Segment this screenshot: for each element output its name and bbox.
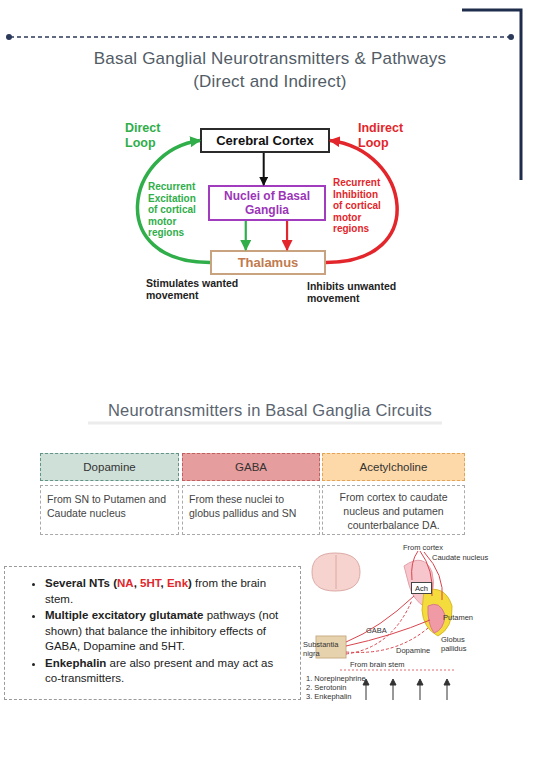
dopamine-path [346, 600, 412, 654]
node-text: Nuclei of Basal Ganglia [210, 189, 324, 217]
part-label: From cortex [403, 543, 443, 552]
section-heading: Neurotransmitters in Basal Ganglia Circu… [0, 400, 540, 420]
part-label: Caudate nucleus [432, 553, 488, 562]
page-title: Basal Ganglial Neurotransmitters & Pathw… [80, 47, 460, 93]
note-text: Multiple excitatory glutamate [45, 609, 203, 621]
note-text: , [134, 577, 137, 589]
pathway-arrow [326, 141, 397, 263]
note-item: Enkephalinare also present and may act a… [45, 656, 292, 687]
pathway-arrow [263, 153, 265, 185]
brain-midline [336, 555, 337, 589]
pathway-arrow [137, 141, 210, 263]
note-list: Several NTs (NA,5HT,Enk)from the brain s… [5, 567, 300, 687]
part-label: Putamen [443, 613, 473, 622]
highlight-text: Enk [167, 577, 188, 589]
thalamus-box: Thalamus [210, 250, 326, 275]
note-text: Several NTs ( [45, 577, 117, 589]
gaba-path [346, 620, 430, 646]
rule-dot [508, 34, 514, 40]
table-header: Acetylcholine [360, 461, 428, 474]
note-text: Enkephalin [45, 657, 106, 669]
cell-box: Acetylcholine [322, 453, 465, 481]
loop-annotation: Recurrent Inhibition of cortical motor r… [333, 177, 389, 235]
legend-item: 3. Enkephalin [306, 692, 351, 701]
legend-item: 1. Norepinephrine [306, 674, 366, 683]
corner-bracket [462, 10, 521, 180]
highlight-text: 5HT [140, 577, 160, 589]
note-item: Multiple excitatory glutamatepathways (n… [45, 608, 292, 655]
cell-box: GABA [182, 453, 320, 481]
cell-box: From cortex to caudate nucleus and putam… [322, 485, 465, 535]
note-text: ) [188, 577, 192, 589]
brain-stem-arrows [363, 679, 450, 700]
note-box: Several NTs (NA,5HT,Enk)from the brain s… [4, 566, 301, 700]
cell-box: From these nuclei to globus pallidus and… [182, 485, 320, 535]
table-cell: From SN to Putamen and Caudate nucleus [47, 492, 172, 520]
highlight-text: NA [117, 577, 134, 589]
part-label: Globus pallidus [441, 635, 477, 653]
globus-pallidus-shape [428, 604, 445, 633]
note-text: , [161, 577, 164, 589]
rule-dot [6, 34, 12, 40]
pathway-arrow [286, 221, 288, 250]
cortex-box: Cerebral Cortex [200, 128, 330, 153]
cell-box: Dopamine [40, 453, 179, 481]
node-text: Cerebral Cortex [216, 133, 314, 148]
heading-shadow [88, 422, 442, 425]
node-text: Ach [415, 584, 428, 593]
cortical-path [412, 551, 418, 580]
loop-label: Indirect Loop [358, 121, 418, 151]
legend-item: 2. Serotonin [306, 683, 346, 692]
pathway-label: GABA [366, 626, 387, 635]
ach-box: Ach [411, 582, 432, 594]
gaba-path [346, 596, 414, 642]
part-label: Substantia nigra [303, 640, 343, 658]
effect-label: Inhibits unwanted movement [307, 280, 419, 304]
note-item: Several NTs (NA,5HT,Enk)from the brain s… [45, 576, 292, 607]
pathway-label: Dopamine [396, 646, 430, 655]
effect-label: Stimulates wanted movement [146, 277, 258, 301]
cell-box: From SN to Putamen and Caudate nucleus [40, 485, 179, 535]
table-header: GABA [235, 461, 267, 474]
brain-stem-line [340, 670, 456, 671]
loop-label: Direct Loop [125, 121, 175, 151]
loop-annotation: Recurrent Excitation of cortical motor r… [148, 181, 206, 239]
pathway-arrow [245, 221, 247, 250]
basal-ganglia-box: Nuclei of Basal Ganglia [208, 185, 326, 221]
dashed-rule [10, 36, 510, 38]
table-cell: From these nuclei to globus pallidus and… [189, 492, 313, 520]
brain-section [312, 553, 360, 591]
table-cell: From cortex to caudate nucleus and putam… [329, 490, 458, 532]
table-header: Dopamine [83, 461, 135, 474]
part-label: From brain stem [350, 660, 405, 669]
node-text: Thalamus [238, 255, 299, 270]
